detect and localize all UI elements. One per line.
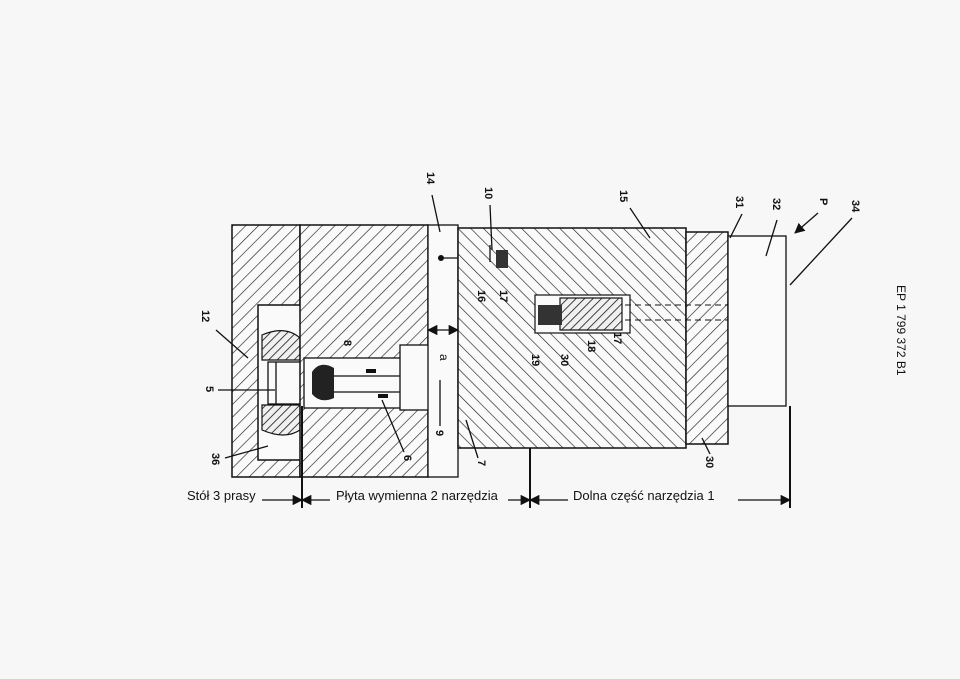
dimension-a: a xyxy=(426,324,460,361)
part-label: 8 xyxy=(341,340,353,346)
part-label: 12 xyxy=(199,310,211,322)
part-label: 5 xyxy=(203,386,215,392)
caption-exchange-plate: Płyta wymienna 2 narzędzia xyxy=(336,488,499,503)
part-label: 18 xyxy=(585,340,597,352)
dimension-a-label: a xyxy=(437,354,451,361)
part-label: 15 xyxy=(617,190,629,202)
part-label: 9 xyxy=(433,430,445,436)
part-label: 17 xyxy=(497,290,509,302)
pin-detail xyxy=(489,245,508,268)
part-label: 31 xyxy=(733,196,745,208)
part-label: 17 xyxy=(611,332,623,344)
patent-number: EP 1 799 372 B1 xyxy=(894,285,908,376)
insert-block xyxy=(727,235,787,407)
part-label: 10 xyxy=(482,187,494,199)
lower-tool xyxy=(457,227,761,449)
part-label: 6 xyxy=(401,455,413,461)
part-label: 19 xyxy=(529,354,541,366)
part-labels: 14 10 15 31 32 P 34 16 17 19 30 18 17 12… xyxy=(199,172,861,468)
part-label: 36 xyxy=(209,453,221,465)
part-label: 32 xyxy=(770,198,782,210)
section-dividers xyxy=(262,406,792,508)
part-label: 30 xyxy=(703,456,715,468)
part-label: 34 xyxy=(849,200,861,213)
part-label: 30 xyxy=(558,354,570,366)
clamp-element xyxy=(261,330,305,436)
part-label: 16 xyxy=(475,290,487,302)
part-label: 14 xyxy=(424,172,436,185)
part-label: P xyxy=(817,198,829,205)
caption-press-table: Stół 3 prasy xyxy=(187,488,256,503)
part-label: 7 xyxy=(475,460,487,466)
caption-lower-tool: Dolna część narzędzia 1 xyxy=(573,488,715,503)
